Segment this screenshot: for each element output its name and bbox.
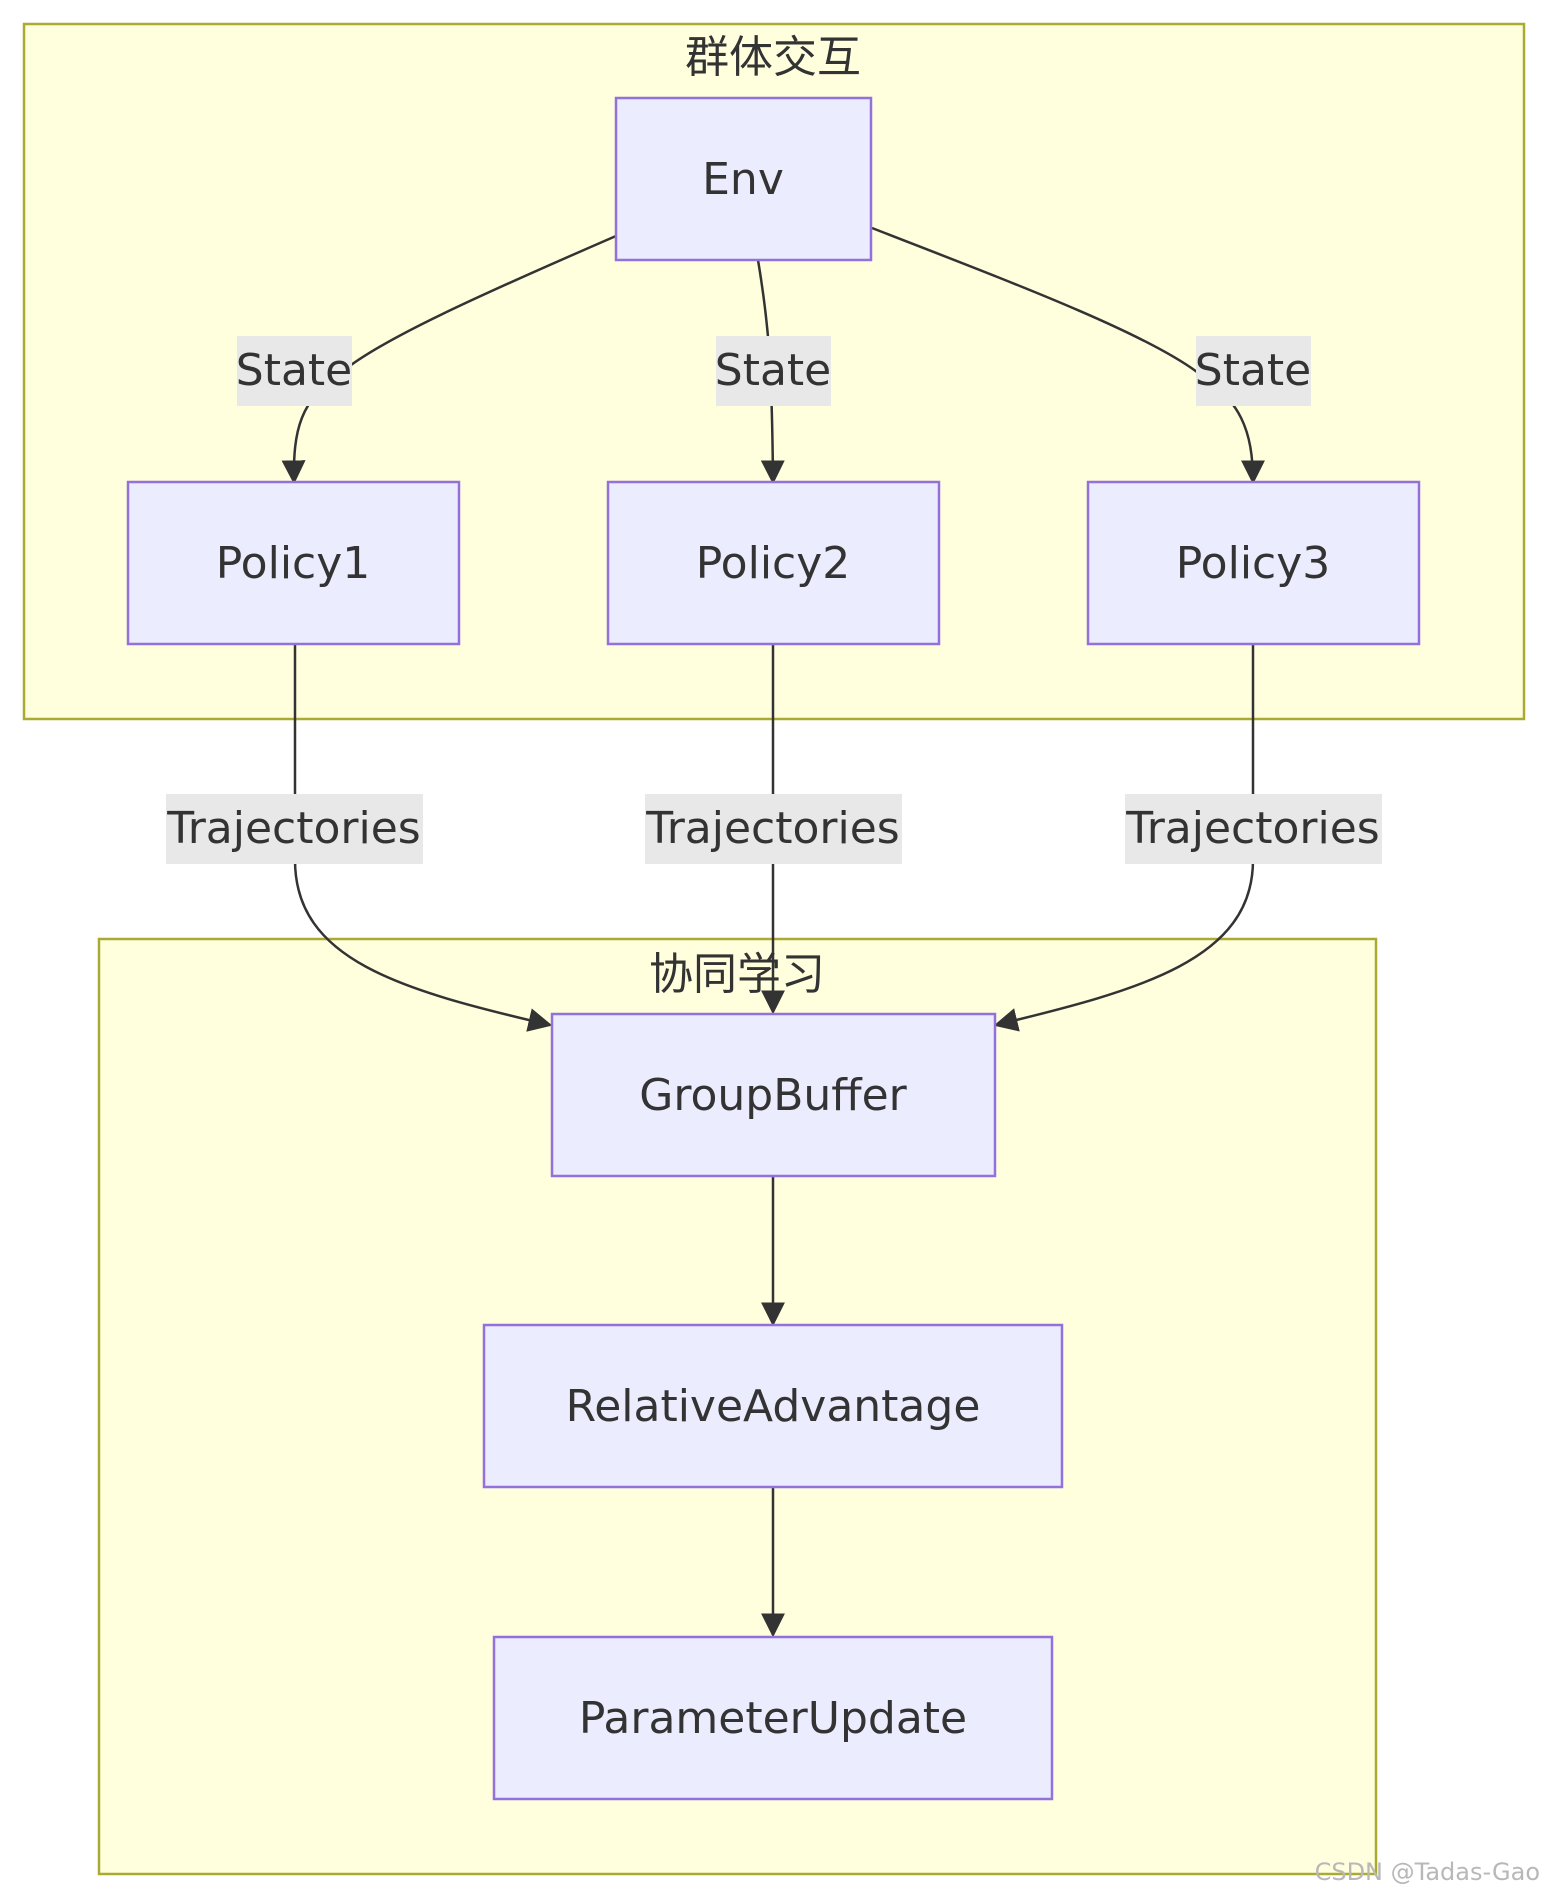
- node-label-policy1: Policy1: [216, 538, 371, 589]
- node-label-relativeadvantage: RelativeAdvantage: [566, 1381, 981, 1432]
- watermark-text: CSDN @Tadas-Gao: [1315, 1858, 1540, 1886]
- cluster-label-group-interaction: 群体交互: [685, 32, 861, 83]
- edge-label-text: Trajectories: [166, 803, 420, 854]
- edge-policy3-groupbuffer: [993, 644, 1255, 1032]
- edge-label-text: Trajectories: [645, 803, 899, 854]
- edge-label-policy3-groupbuffer: Trajectories: [1125, 794, 1382, 864]
- edge-label-policy2-groupbuffer: Trajectories: [645, 794, 902, 864]
- edge-label-text: Trajectories: [1125, 803, 1379, 854]
- node-label-groupbuffer: GroupBuffer: [639, 1070, 907, 1121]
- edge-env-policy1: [281, 234, 617, 485]
- node-label-parameterupdate: ParameterUpdate: [579, 1693, 967, 1744]
- edge-label-text: State: [1195, 345, 1311, 396]
- nodes: Env Policy1 Policy2 Policy3 GroupBuffer …: [126, 96, 1421, 1801]
- node-policy1[interactable]: Policy1: [126, 480, 461, 646]
- node-label-env: Env: [702, 154, 784, 205]
- edges: [281, 226, 1265, 1638]
- edge-label-env-policy3: State: [1195, 336, 1311, 406]
- node-policy2[interactable]: Policy2: [606, 480, 941, 646]
- node-parameterupdate[interactable]: ParameterUpdate: [492, 1635, 1054, 1801]
- edge-label-env-policy2: State: [715, 336, 831, 406]
- edge-label-text: State: [715, 345, 831, 396]
- cluster-label-collaborative-learning: 协同学习: [649, 949, 825, 1000]
- edge-label-policy1-groupbuffer: Trajectories: [166, 794, 423, 864]
- edge-label-env-policy1: State: [236, 336, 352, 406]
- node-policy3[interactable]: Policy3: [1086, 480, 1421, 646]
- node-label-policy2: Policy2: [696, 538, 851, 589]
- node-groupbuffer[interactable]: GroupBuffer: [550, 1012, 997, 1178]
- edge-label-text: State: [236, 345, 352, 396]
- edge-labels: State State State Trajectories Trajector…: [166, 336, 1382, 864]
- node-label-policy3: Policy3: [1176, 538, 1331, 589]
- node-relativeadvantage[interactable]: RelativeAdvantage: [482, 1323, 1064, 1489]
- edge-env-policy3: [871, 226, 1265, 485]
- node-env[interactable]: Env: [614, 96, 873, 262]
- edge-policy1-groupbuffer: [293, 644, 553, 1032]
